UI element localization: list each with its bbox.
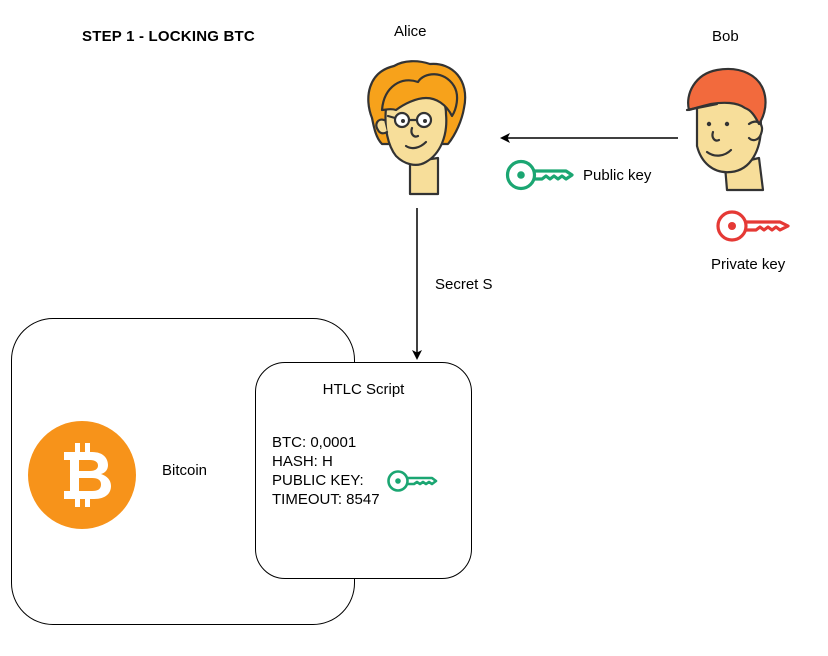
htlc-public-key-icon bbox=[387, 470, 438, 492]
alice-avatar-icon bbox=[367, 60, 467, 196]
page-title: STEP 1 - LOCKING BTC bbox=[82, 28, 255, 45]
htlc-btc-amount: BTC: 0,0001 bbox=[272, 434, 357, 451]
alice-label: Alice bbox=[394, 23, 427, 40]
htlc-script-fields: BTC: 0,0001 HASH: H PUBLIC KEY: TIMEOUT:… bbox=[272, 433, 380, 509]
htlc-timeout: TIMEOUT: 8547 bbox=[272, 491, 380, 508]
htlc-script-box: HTLC Script BTC: 0,0001 HASH: H PUBLIC K… bbox=[255, 362, 472, 579]
htlc-hash: HASH: H bbox=[272, 453, 333, 470]
htlc-public-key: PUBLIC KEY: bbox=[272, 472, 364, 489]
private-key-label: Private key bbox=[711, 256, 786, 273]
public-key-icon bbox=[505, 159, 574, 191]
htlc-script-title: HTLC Script bbox=[322, 381, 405, 398]
bitcoin-logo-icon bbox=[28, 421, 136, 529]
private-key-icon bbox=[716, 210, 790, 242]
bob-avatar-icon bbox=[685, 68, 767, 192]
public-key-label: Public key bbox=[583, 167, 652, 184]
bob-label: Bob bbox=[712, 28, 739, 45]
secret-s-label: Secret S bbox=[435, 276, 493, 293]
bitcoin-label: Bitcoin bbox=[162, 462, 208, 479]
